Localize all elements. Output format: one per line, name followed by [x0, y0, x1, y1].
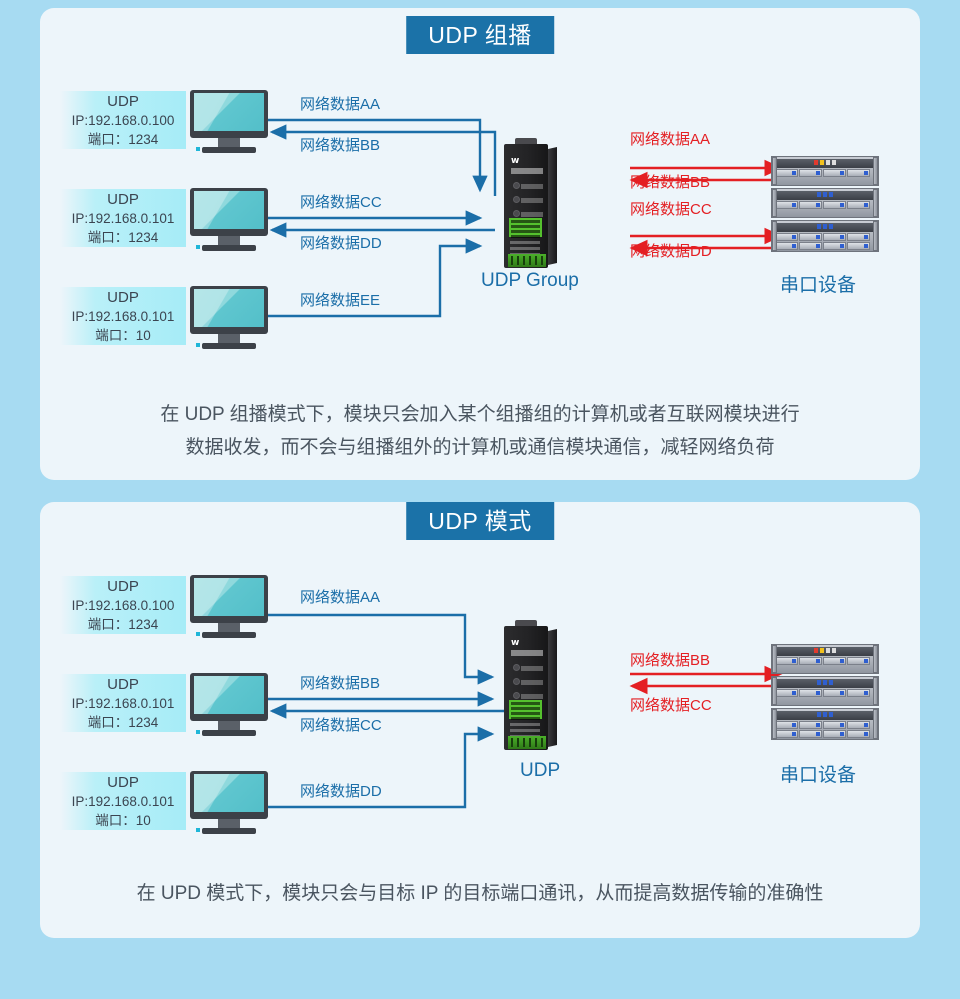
flow-label-serial-4: 网络数据DD: [630, 243, 712, 260]
host-label-3: UDP IP:192.168.0.101 端口：10: [60, 772, 186, 830]
host-protocol: UDP: [107, 191, 139, 208]
host-ip: IP:192.168.0.101: [71, 794, 175, 809]
host-ip: IP:192.168.0.101: [71, 696, 175, 711]
flow-label-serial-1: 网络数据AA: [630, 131, 711, 148]
description-udp: 在 UPD 模式下，模块只会与目标 IP 的目标端口通讯，从而提高数据传输的准确…: [40, 877, 920, 910]
flow-label-lan-1: 网络数据AA: [300, 589, 381, 606]
flow-label-serial-2: 网络数据CC: [630, 697, 712, 714]
host-port: 端口：1234: [87, 230, 159, 245]
host-label-2: UDP IP:192.168.0.101 端口：1234: [60, 674, 186, 732]
card-udp-mode: UDP 模式 UDP IP:192.168.0.100 端口：1234 UDP …: [40, 502, 920, 938]
flow-label-lan-5: 网络数据EE: [300, 292, 381, 309]
flow-label-serial-3: 网络数据CC: [630, 201, 712, 218]
computer-monitor-icon: [190, 188, 268, 252]
host-ip: IP:192.168.0.101: [71, 309, 175, 324]
description-multicast: 在 UDP 组播模式下，模块只会加入某个组播组的计算机或者互联网模块进行 数据收…: [40, 398, 920, 464]
host-protocol: UDP: [107, 289, 139, 306]
computer-monitor-icon: [190, 286, 268, 350]
flow-label-serial-1: 网络数据BB: [630, 652, 711, 669]
lan-flow-wires: [268, 613, 785, 809]
flow-label-lan-3: 网络数据CC: [300, 717, 382, 734]
serial-caption-multicast: 串口设备: [780, 275, 857, 296]
section-title-multicast: UDP 组播: [406, 16, 554, 54]
lan-flow-wires: [268, 118, 785, 318]
host-ip: IP:192.168.0.100: [71, 113, 175, 128]
flow-label-lan-2: 网络数据BB: [300, 137, 381, 154]
host-protocol: UDP: [107, 774, 139, 791]
computer-monitor-icon: [190, 673, 268, 737]
serial-device-server-icon: w: [504, 138, 560, 274]
host-label-2: UDP IP:192.168.0.101 端口：1234: [60, 189, 186, 247]
host-protocol: UDP: [107, 676, 139, 693]
flow-label-lan-2: 网络数据BB: [300, 675, 381, 692]
flow-label-lan-4: 网络数据DD: [300, 783, 382, 800]
host-port: 端口：10: [95, 328, 151, 343]
host-ip: IP:192.168.0.100: [71, 598, 175, 613]
flow-label-serial-2: 网络数据BB: [630, 174, 711, 191]
card-udp-multicast: UDP 组播 UDP IP:192.168.0.100 端口：1234 UDP …: [40, 8, 920, 480]
description-line-2: 数据收发，而不会与组播组外的计算机或通信模块通信，减轻网络负荷: [185, 437, 775, 458]
computer-monitor-icon: [190, 575, 268, 639]
flow-label-lan-4: 网络数据DD: [300, 235, 382, 252]
description-line-1: 在 UPD 模式下，模块只会与目标 IP 的目标端口通讯，从而提高数据传输的准确…: [136, 883, 824, 904]
host-protocol: UDP: [107, 93, 139, 110]
host-port: 端口：1234: [87, 132, 159, 147]
host-label-1: UDP IP:192.168.0.100 端口：1234: [60, 91, 186, 149]
section-title-udp: UDP 模式: [406, 502, 554, 540]
serial-device-rack-icon: [766, 156, 884, 252]
host-port: 端口：1234: [87, 715, 159, 730]
flow-label-lan-1: 网络数据AA: [300, 96, 381, 113]
host-port: 端口：1234: [87, 617, 159, 632]
host-port: 端口：10: [95, 813, 151, 828]
device-caption-udp: UDP: [520, 760, 561, 781]
serial-caption-udp: 串口设备: [780, 765, 857, 786]
computer-monitor-icon: [190, 90, 268, 154]
description-line-1: 在 UDP 组播模式下，模块只会加入某个组播组的计算机或者互联网模块进行: [160, 404, 800, 425]
host-ip: IP:192.168.0.101: [71, 211, 175, 226]
serial-device-rack-icon: [766, 644, 884, 740]
host-label-1: UDP IP:192.168.0.100 端口：1234: [60, 576, 186, 634]
flow-label-lan-3: 网络数据CC: [300, 194, 382, 211]
host-protocol: UDP: [107, 578, 139, 595]
serial-device-server-icon: w: [504, 620, 560, 756]
device-caption-multicast: UDP Group: [481, 270, 579, 291]
computer-monitor-icon: [190, 771, 268, 835]
host-label-3: UDP IP:192.168.0.101 端口：10: [60, 287, 186, 345]
